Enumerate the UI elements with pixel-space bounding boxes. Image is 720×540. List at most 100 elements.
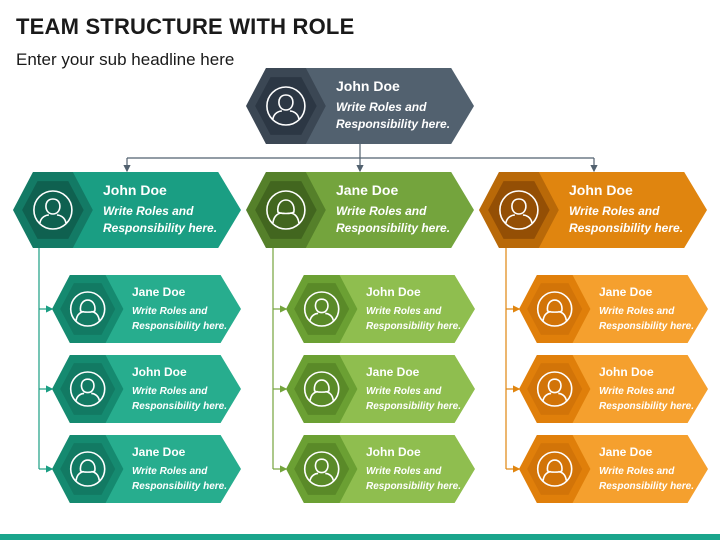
hexagon-shape — [286, 275, 475, 343]
person-icon — [33, 190, 73, 230]
person-icon — [69, 371, 106, 407]
member-role: Write Roles and Responsibility here. — [103, 204, 218, 235]
orange-connectors — [505, 246, 521, 473]
member-name: Jane Doe — [366, 365, 420, 379]
footer-accent-bar — [0, 534, 720, 540]
banner-body — [520, 172, 707, 248]
hexagon-shape — [479, 172, 707, 248]
member-name: John Doe — [336, 78, 400, 94]
woman-icon — [536, 451, 573, 487]
member-role: Write Roles and Responsibility here. — [366, 306, 462, 332]
green-connectors — [272, 246, 288, 473]
banner-body — [287, 172, 474, 248]
hexagon-inner — [294, 363, 350, 415]
banner-body — [89, 435, 242, 503]
hexagon-shape — [519, 435, 708, 503]
hexagon-inner — [60, 443, 116, 495]
banner-body — [323, 275, 475, 343]
banner-body — [287, 68, 474, 144]
hexagon-shape — [52, 275, 242, 343]
person-icon — [303, 451, 340, 487]
page-title: TEAM STRUCTURE WITH ROLE — [16, 14, 355, 39]
member-name: Jane Doe — [599, 445, 653, 459]
member-role: Write Roles and Responsibility here. — [132, 386, 228, 412]
hexagon-shape — [52, 435, 242, 503]
person-icon — [303, 291, 340, 327]
member-role: Write Roles and Responsibility here. — [336, 204, 451, 235]
member-role: Write Roles and Responsibility here. — [132, 306, 228, 332]
member-role: Write Roles and Responsibility here. — [599, 306, 695, 332]
member-name: John Doe — [599, 365, 654, 379]
hexagon-inner — [488, 181, 550, 239]
page-subtitle: Enter your sub headline here — [16, 50, 235, 69]
hexagon-inner — [527, 443, 583, 495]
woman-icon — [266, 190, 306, 230]
banner-body — [323, 355, 475, 423]
hexagon-inner — [22, 181, 84, 239]
hexagon-inner — [294, 283, 350, 335]
hexagon-inner — [294, 443, 350, 495]
woman-icon — [303, 371, 340, 407]
member-role: Write Roles and Responsibility here. — [366, 386, 462, 412]
hexagon-shape — [286, 435, 475, 503]
member-role: Write Roles and Responsibility here. — [599, 466, 695, 492]
woman-icon — [536, 291, 573, 327]
hexagon-inner — [527, 283, 583, 335]
member-role: Write Roles and Responsibility here. — [336, 100, 451, 131]
member-name: John Doe — [132, 365, 187, 379]
hexagon-shape — [246, 68, 474, 144]
person-icon — [536, 371, 573, 407]
hexagon-inner — [60, 363, 116, 415]
hexagon-shape — [519, 355, 708, 423]
hexagon-inner — [60, 283, 116, 335]
person-icon — [499, 190, 539, 230]
member-name: Jane Doe — [132, 285, 186, 299]
teal-connectors — [38, 246, 54, 473]
hexagon-inner — [255, 181, 317, 239]
hexagon-inner — [255, 77, 317, 135]
root-connectors — [123, 143, 598, 173]
member-role: Write Roles and Responsibility here. — [599, 386, 695, 412]
member-name: Jane Doe — [336, 182, 399, 198]
woman-icon — [69, 291, 106, 327]
woman-icon — [69, 451, 106, 487]
member-name: Jane Doe — [599, 285, 653, 299]
member-role: Write Roles and Responsibility here. — [132, 466, 228, 492]
hexagon-shape — [286, 355, 475, 423]
member-name: John Doe — [366, 445, 421, 459]
member-name: John Doe — [569, 182, 633, 198]
member-role: Write Roles and Responsibility here. — [569, 204, 684, 235]
hexagon-shape — [52, 355, 242, 423]
banner-body — [556, 275, 708, 343]
banner-body — [556, 355, 708, 423]
banner-body — [323, 435, 475, 503]
hexagon-shape — [519, 275, 708, 343]
person-icon — [266, 86, 306, 126]
member-name: Jane Doe — [132, 445, 186, 459]
hexagon-inner — [527, 363, 583, 415]
banner-body — [89, 275, 242, 343]
